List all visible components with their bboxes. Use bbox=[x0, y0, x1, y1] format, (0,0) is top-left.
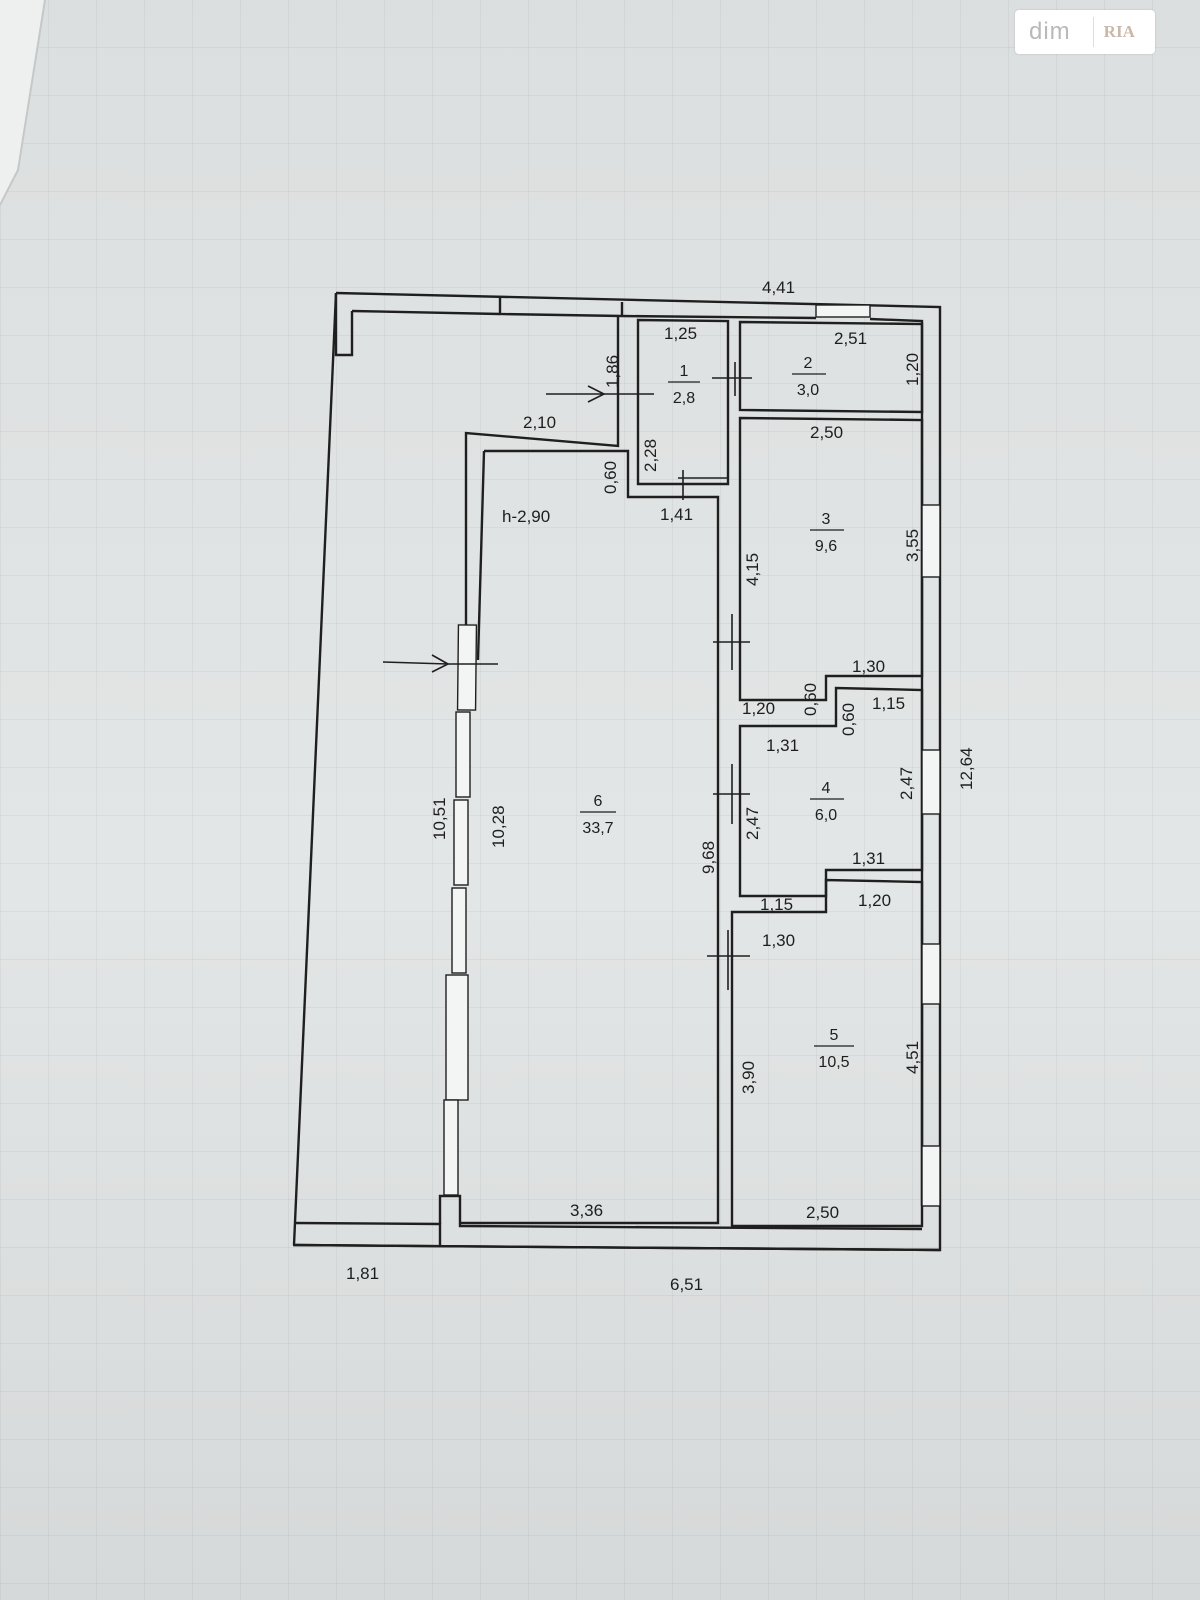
dim-room2-height: 1,20 bbox=[903, 353, 922, 386]
logo-dim-text: dim bbox=[1029, 18, 1071, 45]
dim-room6-bottom: 3,36 bbox=[570, 1201, 603, 1220]
dim-room4-top-right: 1,15 bbox=[872, 694, 905, 713]
ceiling-height-label: h-2,90 bbox=[502, 507, 550, 526]
dim-room4-step-height: 0,60 bbox=[839, 703, 858, 736]
svg-text:4: 4 bbox=[822, 780, 831, 797]
room-label-6: 6 33,7 bbox=[580, 793, 616, 837]
dim-overall-right: 12,64 bbox=[957, 747, 976, 790]
dim-room4-right: 2,47 bbox=[897, 767, 916, 800]
svg-text:6: 6 bbox=[594, 793, 603, 810]
room-label-5: 5 10,5 bbox=[814, 1027, 854, 1071]
svg-text:3,0: 3,0 bbox=[797, 382, 819, 399]
svg-text:2: 2 bbox=[804, 355, 813, 372]
dim-room4-bottom-left: 1,15 bbox=[760, 895, 793, 914]
room-4-walls bbox=[713, 686, 941, 898]
dim-room1-height: 1,86 bbox=[603, 355, 622, 388]
svg-text:6,0: 6,0 bbox=[815, 807, 837, 824]
room-5-walls bbox=[707, 878, 941, 1228]
dim-room6-right: 9,68 bbox=[699, 841, 718, 874]
room-3-walls bbox=[713, 416, 941, 702]
dim-step-height: 0,60 bbox=[601, 461, 620, 494]
room-6-walls bbox=[460, 316, 720, 1225]
dim-balcony-left: 10,51 bbox=[430, 797, 449, 840]
room-1-walls bbox=[636, 318, 730, 500]
room-2-walls bbox=[712, 304, 924, 414]
dim-room3-step-right: 1,30 bbox=[852, 657, 885, 676]
room-label-2: 2 3,0 bbox=[792, 355, 826, 399]
room-label-4: 4 6,0 bbox=[810, 780, 844, 824]
dim-room3-step-height: 0,60 bbox=[801, 683, 820, 716]
dim-room1-side: 2,28 bbox=[641, 439, 660, 472]
room-label-1: 1 2,8 bbox=[668, 363, 700, 407]
dim-room3-width: 2,50 bbox=[810, 423, 843, 442]
dim-room5-left: 3,90 bbox=[739, 1061, 758, 1094]
svg-text:1: 1 bbox=[680, 363, 689, 380]
svg-text:33,7: 33,7 bbox=[582, 820, 613, 837]
dim-room1-width: 1,25 bbox=[664, 324, 697, 343]
room-6-left-windows bbox=[443, 624, 478, 1196]
dim-corridor-step: 2,10 bbox=[523, 413, 556, 432]
dim-top-overall: 4,41 bbox=[762, 278, 795, 297]
svg-text:2,8: 2,8 bbox=[673, 390, 695, 407]
svg-text:10,5: 10,5 bbox=[818, 1054, 849, 1071]
dim-room3-step-left: 1,20 bbox=[742, 699, 775, 718]
dim-bottom-left: 1,81 bbox=[346, 1264, 379, 1283]
dim-room4-bottom-right: 1,31 bbox=[852, 849, 885, 868]
dim-room6-left-inner: 10,28 bbox=[489, 805, 508, 848]
svg-text:5: 5 bbox=[830, 1027, 839, 1044]
dim-bottom-overall: 6,51 bbox=[670, 1275, 703, 1294]
svg-text:9,6: 9,6 bbox=[815, 538, 837, 555]
dim-room1-bottom: 1,41 bbox=[660, 505, 693, 524]
dim-room5-right: 4,51 bbox=[903, 1041, 922, 1074]
dim-room3-left: 4,15 bbox=[743, 553, 762, 586]
dim-room4-top-left: 1,31 bbox=[766, 736, 799, 755]
dim-room5-top-left: 1,30 bbox=[762, 931, 795, 950]
svg-text:3: 3 bbox=[822, 511, 831, 528]
dim-room5-top-right: 1,20 bbox=[858, 891, 891, 910]
dim-room4-left: 2,47 bbox=[743, 807, 762, 840]
entrance-arrows bbox=[382, 385, 654, 673]
dim-room2-width: 2,51 bbox=[834, 329, 867, 348]
room-label-3: 3 9,6 bbox=[810, 511, 844, 555]
dim-room3-right: 3,55 bbox=[903, 529, 922, 562]
dimria-logo: dim RIA bbox=[1015, 10, 1155, 54]
logo-ria-text: RIA bbox=[1092, 17, 1135, 47]
dim-room5-bottom: 2,50 bbox=[806, 1203, 839, 1222]
